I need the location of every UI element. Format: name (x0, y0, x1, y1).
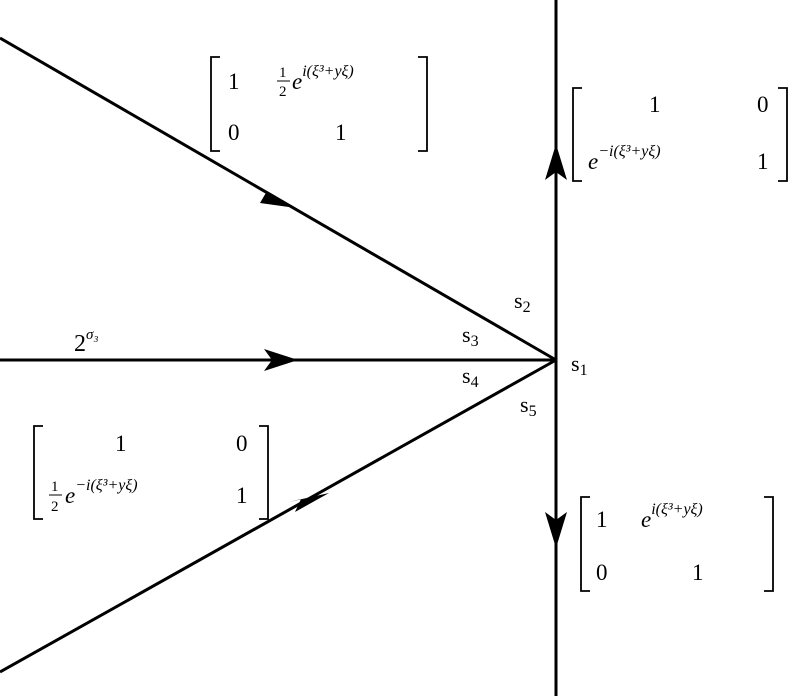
matrix-entry: e−i(ξ³+yξ) (588, 143, 661, 174)
matrix-entry: ei(ξ³+yξ) (292, 63, 354, 94)
horizontal-jump-label: 2σ₃ (74, 327, 99, 357)
matrix-upper-left: 1 1 2 ei(ξ³+yξ) 0 1 (210, 56, 428, 152)
lower-ray-arrow-icon (289, 493, 329, 512)
bracket-left (210, 56, 220, 152)
vertical-up-arrow-icon (545, 144, 567, 180)
matrix-entry: 1 (236, 483, 248, 508)
label-s3: s3 (462, 322, 479, 350)
bracket-left (33, 425, 43, 520)
bracket-left (580, 496, 590, 592)
matrix-fraction-numerator: 1 (279, 65, 287, 81)
matrix-entry: 1 (596, 507, 608, 532)
matrix-lower-left: 1 0 1 2 e−i(ξ³+yξ) 1 (33, 425, 269, 520)
matrix-entry: 1 (115, 431, 127, 456)
bracket-right (764, 496, 774, 592)
horizontal-ray-arrow-icon (264, 349, 298, 371)
matrix-entry: 1 (649, 92, 661, 117)
matrix-entry: 1 (757, 149, 769, 174)
matrix-entry: 0 (596, 560, 608, 585)
matrix-fraction-numerator: 1 (51, 479, 59, 495)
matrix-entry: 0 (228, 120, 240, 145)
bracket-right (418, 56, 428, 152)
label-s1: s1 (571, 351, 588, 379)
matrix-entry: e−i(ξ³+yξ) (65, 477, 138, 508)
matrix-entry: 1 (228, 69, 240, 94)
label-s4: s4 (462, 363, 479, 391)
matrix-upper-right: 1 0 e−i(ξ³+yξ) 1 (572, 87, 788, 182)
upper-ray-arrow-icon (260, 191, 296, 208)
matrix-entry: 0 (757, 92, 769, 117)
lower-ray-contour (0, 358, 557, 674)
matrix-entry: ei(ξ³+yξ) (641, 501, 703, 532)
bracket-left (572, 87, 582, 182)
matrix-entry: 1 (335, 120, 347, 145)
bracket-right (778, 87, 788, 182)
matrix-entry: 1 (692, 560, 704, 585)
orientation-arrows (260, 144, 567, 548)
label-s2: s2 (514, 288, 531, 316)
matrix-entry: 0 (236, 431, 248, 456)
bracket-right (259, 425, 269, 520)
segment-labels: s1 s2 s3 s4 s5 (462, 288, 588, 420)
matrix-fraction-denominator: 2 (51, 499, 59, 515)
matrix-lower-right: 1 ei(ξ³+yξ) 0 1 (580, 496, 774, 592)
matrix-fraction-denominator: 2 (279, 84, 287, 100)
label-s5: s5 (520, 392, 537, 420)
vertical-down-arrow-icon (545, 512, 567, 548)
